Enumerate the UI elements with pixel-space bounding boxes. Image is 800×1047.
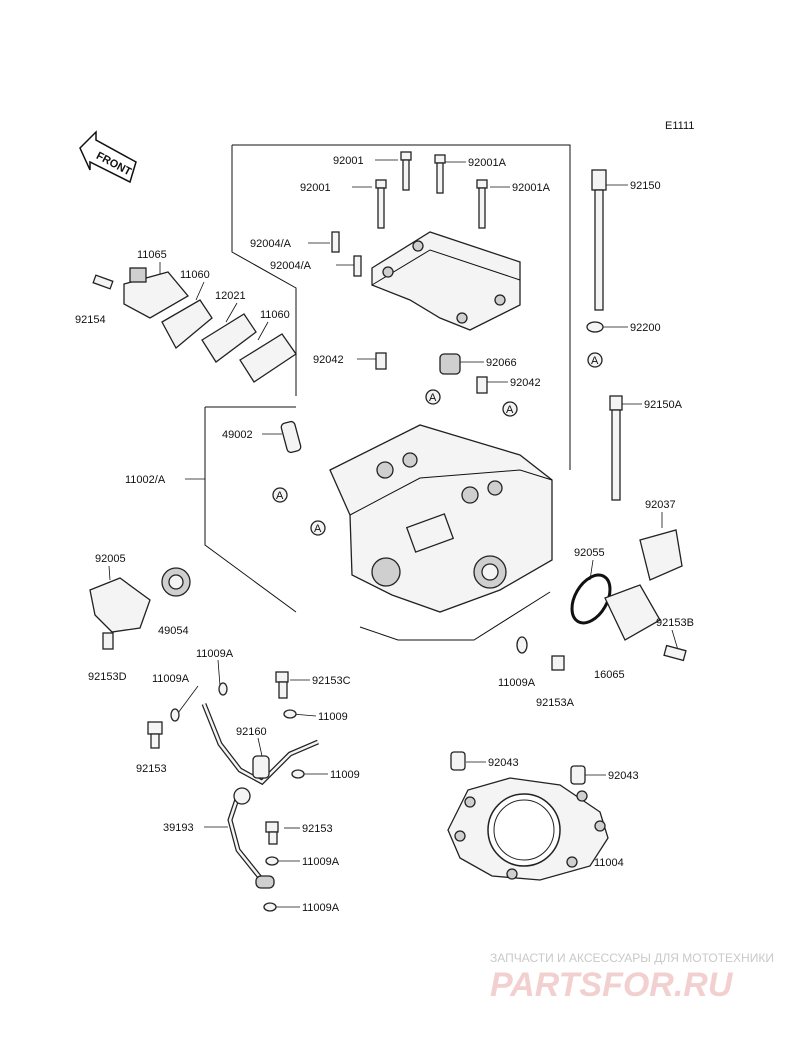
ref-marker-a: A [502, 401, 518, 417]
part-label: 92153 [302, 823, 333, 835]
svg-text:A: A [429, 392, 437, 404]
part-label: 39193 [163, 822, 194, 834]
assembly-frame [204, 144, 571, 641]
part-label: 11009A [302, 902, 340, 914]
head-gasket [447, 751, 609, 881]
part-label: 11009A [196, 648, 234, 660]
ref-marker-a: A [425, 389, 441, 405]
part-label: 92150 [630, 180, 661, 192]
svg-text:A: A [506, 404, 514, 416]
part-label: 92153C [312, 675, 351, 687]
watermark-tagline: ЗАПЧАСТИ И АКСЕССУАРЫ ДЛЯ МОТОТЕХНИКИ [490, 951, 774, 965]
part-label: 92153D [88, 671, 127, 683]
front-arrow-icon: FRONT [79, 130, 137, 184]
part-label: 49054 [158, 625, 189, 637]
thermostat-group [89, 567, 191, 650]
diagram-code: E1111 [665, 120, 694, 132]
part-label: 92153B [656, 617, 694, 629]
part-label: 92037 [645, 499, 676, 511]
part-label: 12021 [215, 290, 246, 302]
part-label: 92001 [333, 155, 364, 167]
watermark-brand: PARTSFOR.RU [490, 966, 734, 1004]
part-label: 92043 [608, 770, 639, 782]
part-label: 92154 [75, 314, 106, 326]
ref-marker-a: A [310, 520, 326, 536]
svg-text:A: A [276, 490, 284, 502]
part-label: 11009A [498, 677, 536, 689]
cylinder-head [329, 424, 553, 613]
part-label: 11060 [180, 269, 210, 281]
bolts [331, 151, 623, 501]
part-label: 11004 [594, 857, 624, 869]
part-label: 11002/A [125, 474, 166, 486]
part-label: 11009 [330, 769, 360, 781]
part-label: 11065 [137, 249, 167, 261]
part-label: 92153 [136, 763, 167, 775]
part-label: 92005 [95, 553, 126, 565]
reference-markers: A A A A A [272, 352, 603, 536]
part-labels: 92001 92001A 92001 92001A 92150 92004/A … [75, 155, 694, 914]
part-label: 92001A [468, 157, 507, 169]
small-parts [280, 321, 604, 671]
part-label: 92004/A [250, 238, 292, 250]
part-label: 92160 [236, 726, 267, 738]
oil-pipe [147, 671, 319, 912]
watermark: ЗАПЧАСТИ И АКСЕССУАРЫ ДЛЯ МОТОТЕХНИКИ PA… [490, 951, 774, 1004]
ref-marker-a: A [587, 352, 603, 368]
svg-text:A: A [591, 355, 599, 367]
part-label: 92004/A [270, 260, 312, 272]
part-label: 92066 [486, 357, 517, 369]
part-label: 92153A [536, 697, 575, 709]
part-label: 92042 [313, 354, 344, 366]
leader-lines [108, 159, 679, 908]
part-label: 11009 [318, 711, 348, 723]
part-label: 11009A [302, 856, 340, 868]
part-label: 92150A [644, 399, 683, 411]
part-label: 92200 [630, 322, 661, 334]
part-label: 92001A [512, 182, 551, 194]
part-label: 92055 [574, 547, 605, 559]
reed-valve-group [92, 267, 297, 383]
part-label: 11060 [260, 309, 290, 321]
part-label: 11009A [152, 673, 190, 685]
part-label: 92043 [488, 757, 519, 769]
intake-group [570, 529, 687, 662]
camshaft-holder [371, 231, 521, 331]
svg-text:A: A [314, 523, 322, 535]
part-label: 49002 [222, 429, 253, 441]
part-label: 92001 [300, 182, 331, 194]
part-label: 16065 [594, 669, 625, 681]
ref-marker-a: A [272, 487, 288, 503]
part-label: 92042 [510, 377, 541, 389]
